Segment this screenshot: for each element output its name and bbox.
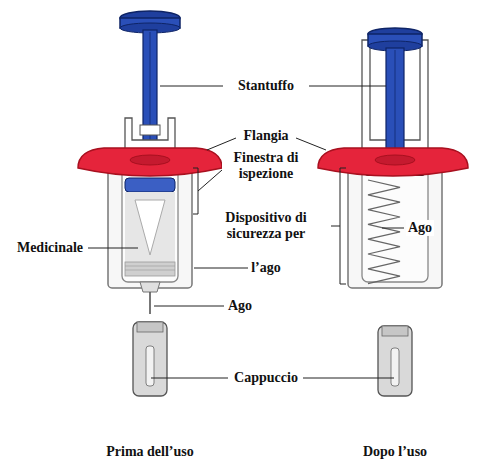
part-label: Stantuffo: [236, 78, 296, 94]
part-label: Cappuccio: [232, 370, 300, 386]
flange: [78, 148, 222, 176]
part-label: Dispositivo di sicurezza per: [202, 210, 330, 242]
state-caption: Prima dell’uso: [104, 444, 196, 460]
spring: [368, 180, 400, 284]
part-label: Ago: [226, 298, 254, 314]
leader-lines: [88, 86, 404, 378]
syringe-before: [108, 11, 192, 396]
part-label: l’ago: [249, 260, 283, 276]
part-label: Flangia: [241, 128, 290, 144]
part-label: Medicinale: [15, 240, 85, 256]
state-caption: Dopo l’uso: [361, 444, 429, 460]
spring-coil: [368, 180, 400, 284]
part-label: Ago: [406, 220, 434, 236]
syringe-after: [348, 28, 442, 396]
part-label: Finestra di ispezione: [222, 150, 310, 182]
